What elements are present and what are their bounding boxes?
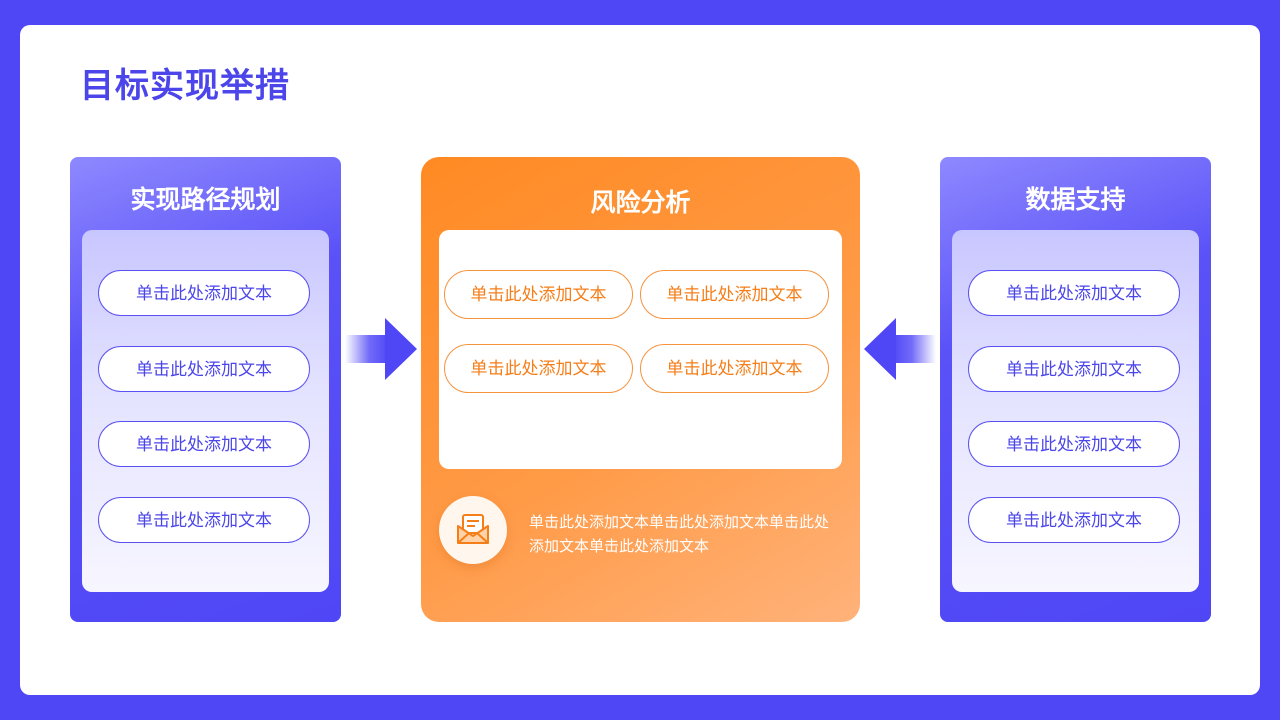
left-item-2[interactable]: 单击此处添加文本 [98,346,310,392]
risk-item-2[interactable]: 单击此处添加文本 [640,270,829,319]
left-item-3[interactable]: 单击此处添加文本 [98,421,310,467]
risk-item-4[interactable]: 单击此处添加文本 [640,344,829,393]
left-panel-title: 实现路径规划 [130,185,281,214]
mail-icon [457,514,489,544]
left-panel-inner: 单击此处添加文本 单击此处添加文本 单击此处添加文本 单击此处添加文本 [82,230,329,592]
right-item-1[interactable]: 单击此处添加文本 [968,270,1180,316]
risk-item-3[interactable]: 单击此处添加文本 [444,344,633,393]
arrow-right-icon [345,318,417,380]
arrow-left-icon [864,318,936,380]
center-panel: 风险分析 单击此处添加文本 单击此处添加文本 单击此处添加文本 单击此处添加文本… [421,157,860,622]
left-item-1[interactable]: 单击此处添加文本 [98,270,310,316]
right-panel-inner: 单击此处添加文本 单击此处添加文本 单击此处添加文本 单击此处添加文本 [952,230,1199,592]
right-item-4[interactable]: 单击此处添加文本 [968,497,1180,543]
risk-item-1[interactable]: 单击此处添加文本 [444,270,633,319]
page-title: 目标实现举措 [80,66,290,106]
mail-icon-badge [439,496,507,564]
right-panel: 数据支持 单击此处添加文本 单击此处添加文本 单击此处添加文本 单击此处添加文本 [940,157,1211,622]
right-item-3[interactable]: 单击此处添加文本 [968,421,1180,467]
risk-description: 单击此处添加文本单击此处添加文本单击此处添加文本单击此处添加文本 [529,513,830,555]
left-item-4[interactable]: 单击此处添加文本 [98,497,310,543]
center-panel-inner: 单击此处添加文本 单击此处添加文本 单击此处添加文本 单击此处添加文本 [439,230,842,469]
center-panel-title: 风险分析 [590,188,691,217]
left-panel: 实现路径规划 单击此处添加文本 单击此处添加文本 单击此处添加文本 单击此处添加… [70,157,341,622]
right-panel-title: 数据支持 [1025,185,1126,214]
right-item-2[interactable]: 单击此处添加文本 [968,346,1180,392]
